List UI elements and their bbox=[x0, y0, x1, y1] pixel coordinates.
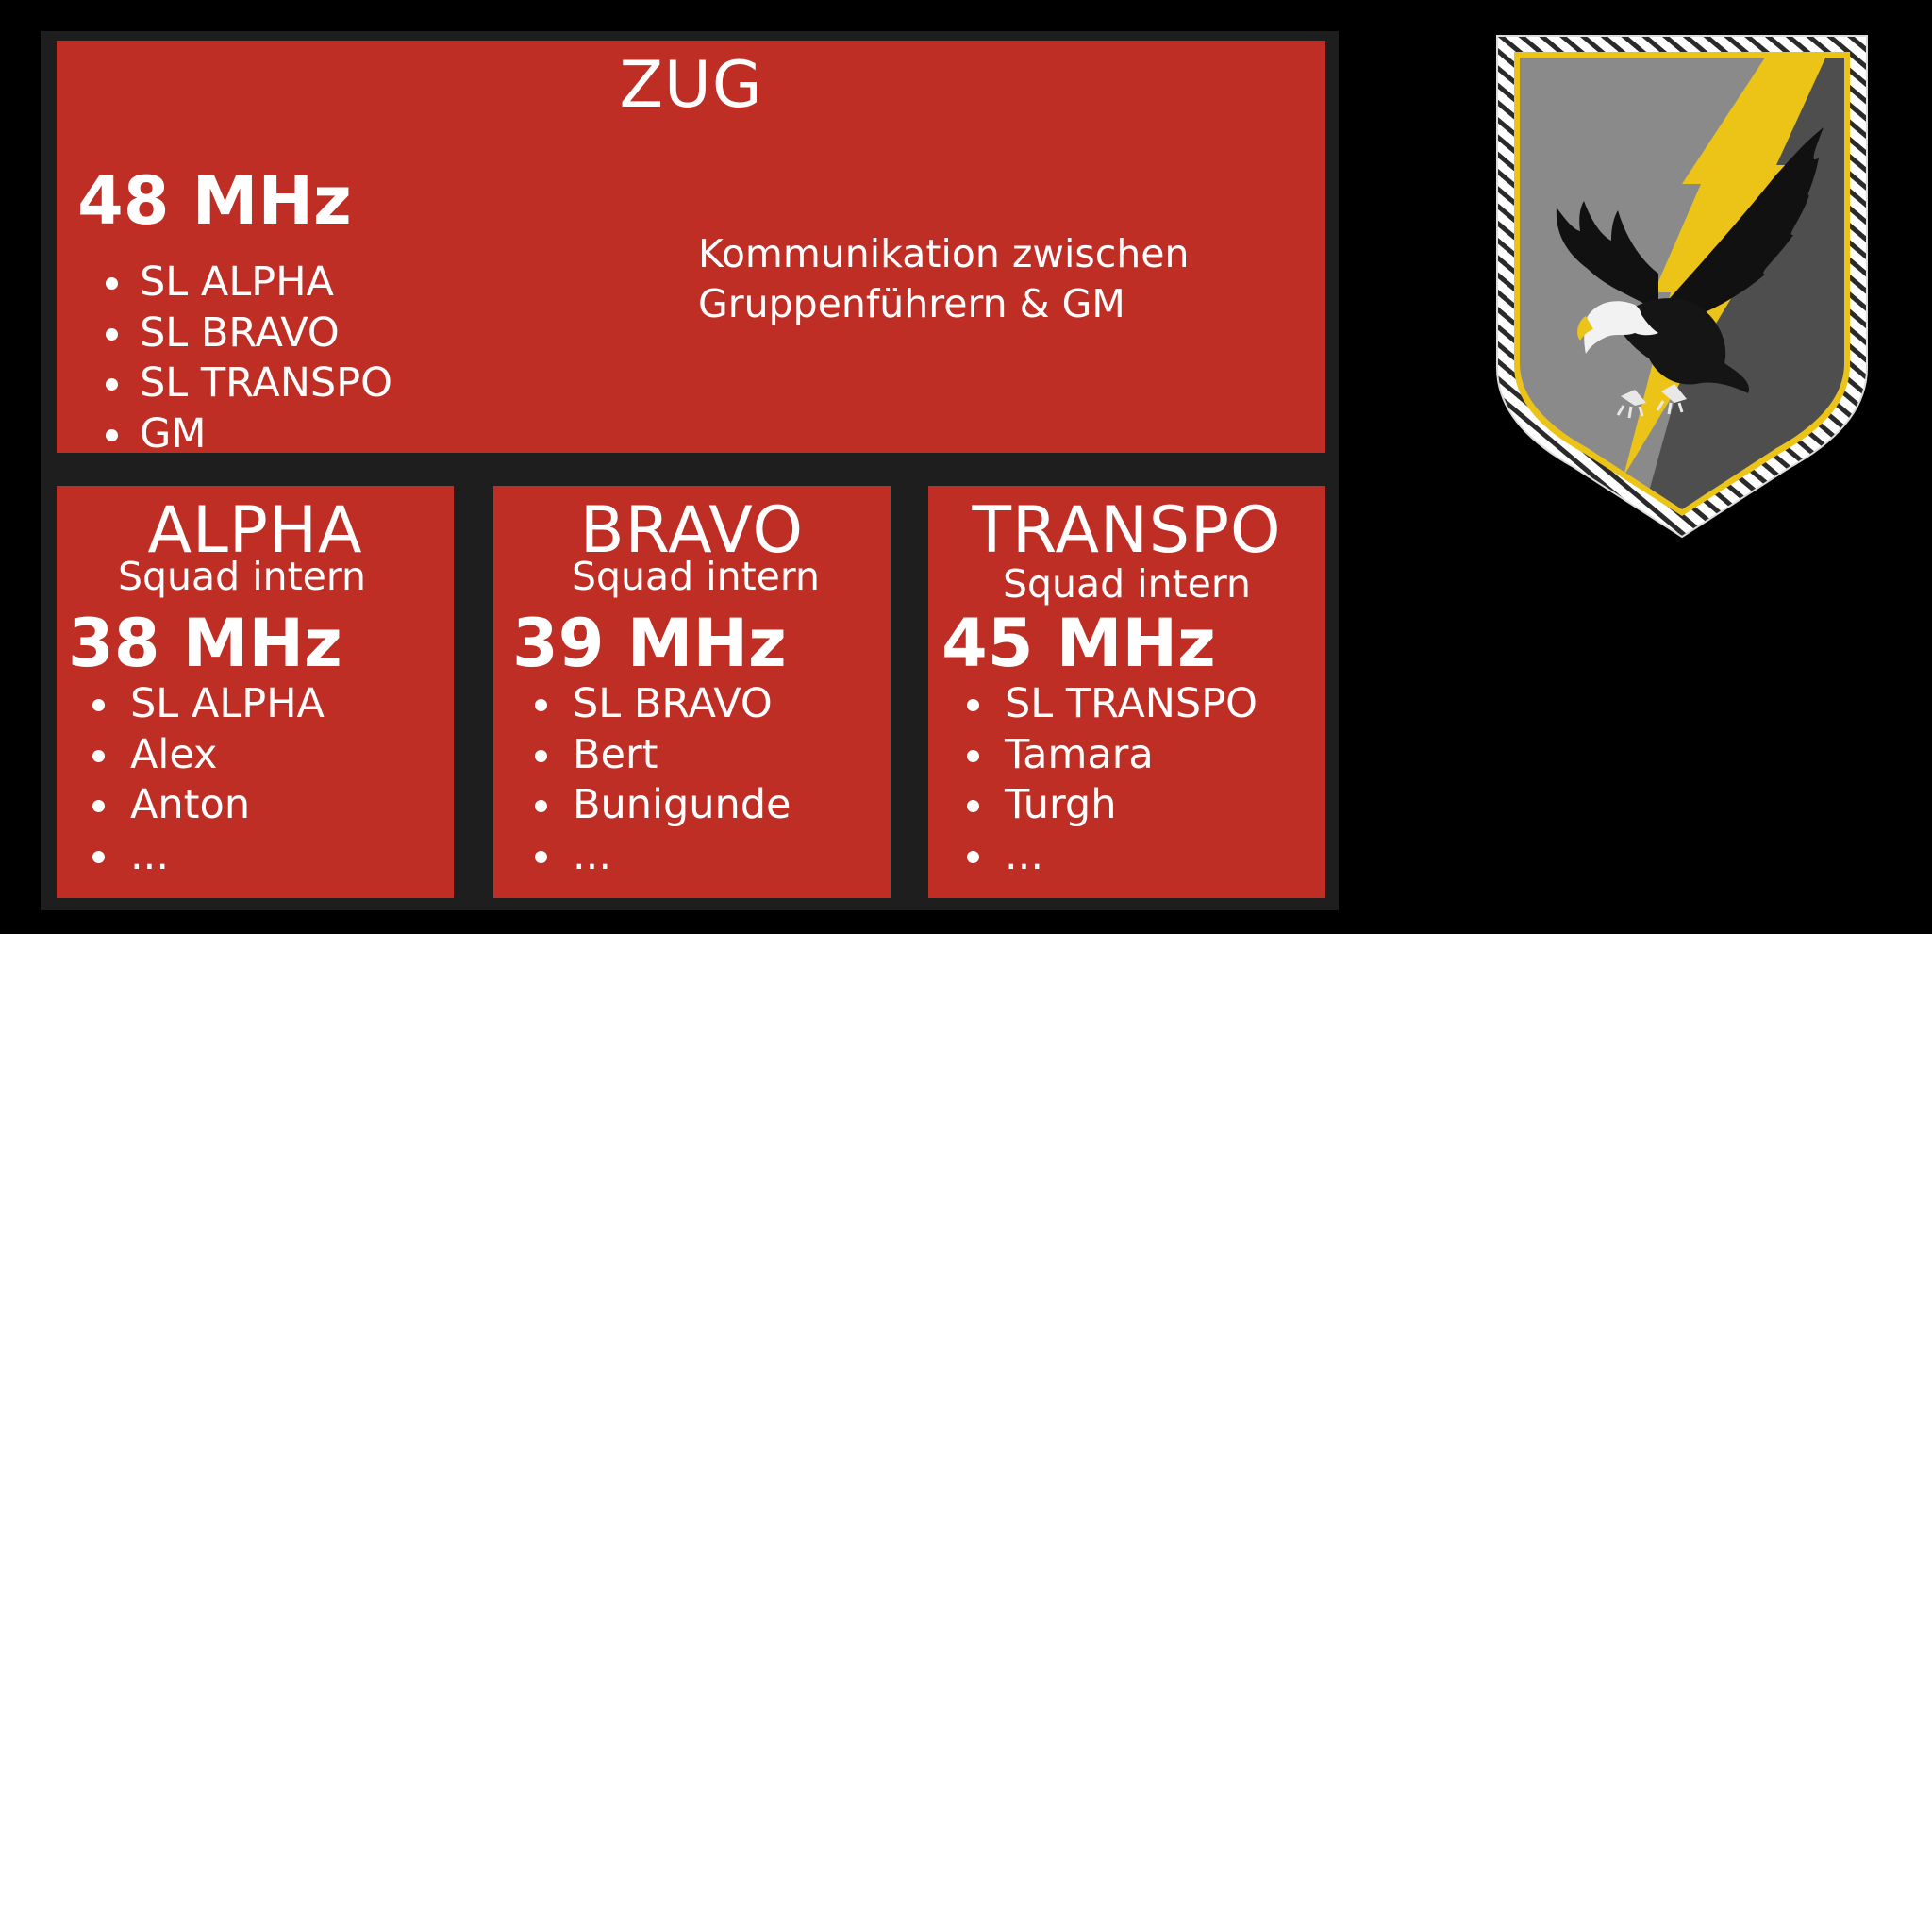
bullet-icon bbox=[967, 850, 979, 863]
alpha-panel: ALPHA Squad intern 38 MHz SL ALPHA Alex … bbox=[57, 486, 454, 898]
bravo-panel: BRAVO Squad intern 39 MHz SL BRAVO Bert … bbox=[493, 486, 891, 898]
squad-member-list: SL TRANSPO Tamara Turgh ... bbox=[928, 679, 1257, 881]
bullet-icon bbox=[535, 699, 547, 711]
list-item: SL TRANSPO bbox=[928, 679, 1257, 730]
list-item: ... bbox=[493, 831, 791, 882]
list-item: ... bbox=[928, 831, 1257, 882]
zug-title: ZUG bbox=[619, 48, 763, 123]
eagle-icon bbox=[1556, 127, 1824, 419]
bullet-icon bbox=[106, 277, 118, 290]
zug-description-line: Kommunikation zwischen bbox=[698, 231, 1190, 276]
list-item: Anton bbox=[57, 780, 325, 831]
eagle-crest-icon bbox=[1493, 33, 1871, 539]
squad-member-list: SL BRAVO Bert Bunigunde ... bbox=[493, 679, 791, 881]
zug-description-line: Gruppenführern & GM bbox=[698, 281, 1125, 326]
bullet-icon bbox=[106, 327, 118, 341]
squad-title: ALPHA bbox=[147, 493, 363, 568]
list-item: Bunigunde bbox=[493, 780, 791, 831]
bullet-icon bbox=[92, 850, 105, 863]
bullet-icon bbox=[106, 428, 118, 441]
squad-frequency: 38 MHz bbox=[68, 605, 342, 682]
bullet-icon bbox=[535, 800, 547, 812]
list-item: Tamara bbox=[928, 730, 1257, 781]
list-item: SL BRAVO bbox=[57, 308, 392, 359]
bullet-icon bbox=[535, 749, 547, 762]
zug-member-list: SL ALPHA SL BRAVO SL TRANSPO GM bbox=[57, 258, 392, 459]
zug-frequency: 48 MHz bbox=[77, 162, 352, 240]
squad-subtitle: Squad intern bbox=[117, 554, 367, 599]
squad-frequency: 45 MHz bbox=[941, 605, 1216, 682]
list-item: SL ALPHA bbox=[57, 679, 325, 730]
list-item: Turgh bbox=[928, 780, 1257, 831]
bullet-icon bbox=[92, 749, 105, 762]
squad-title: TRANSPO bbox=[972, 493, 1282, 568]
squad-member-list: SL ALPHA Alex Anton ... bbox=[57, 679, 325, 881]
squad-title: BRAVO bbox=[579, 493, 805, 568]
transpo-panel: TRANSPO Squad intern 45 MHz SL TRANSPO T… bbox=[928, 486, 1325, 898]
list-item: GM bbox=[57, 409, 392, 460]
squad-frequency: 39 MHz bbox=[512, 605, 787, 682]
bullet-icon bbox=[92, 800, 105, 812]
zug-panel: ZUG 48 MHz SL ALPHA SL BRAVO SL TRANSPO … bbox=[57, 41, 1325, 458]
bullet-icon bbox=[967, 749, 979, 762]
list-item: SL TRANSPO bbox=[57, 358, 392, 409]
list-item: ... bbox=[57, 831, 325, 882]
bullet-icon bbox=[106, 378, 118, 391]
bullet-icon bbox=[535, 850, 547, 863]
squad-subtitle: Squad intern bbox=[571, 554, 821, 599]
list-item: Alex bbox=[57, 730, 325, 781]
squad-subtitle: Squad intern bbox=[1002, 561, 1252, 607]
bullet-icon bbox=[92, 699, 105, 711]
list-item: Bert bbox=[493, 730, 791, 781]
list-item: SL BRAVO bbox=[493, 679, 791, 730]
bullet-icon bbox=[967, 699, 979, 711]
list-item: SL ALPHA bbox=[57, 258, 392, 308]
zug-description: Kommunikation zwischen Gruppenführern & … bbox=[698, 229, 1189, 329]
bullet-icon bbox=[967, 800, 979, 812]
